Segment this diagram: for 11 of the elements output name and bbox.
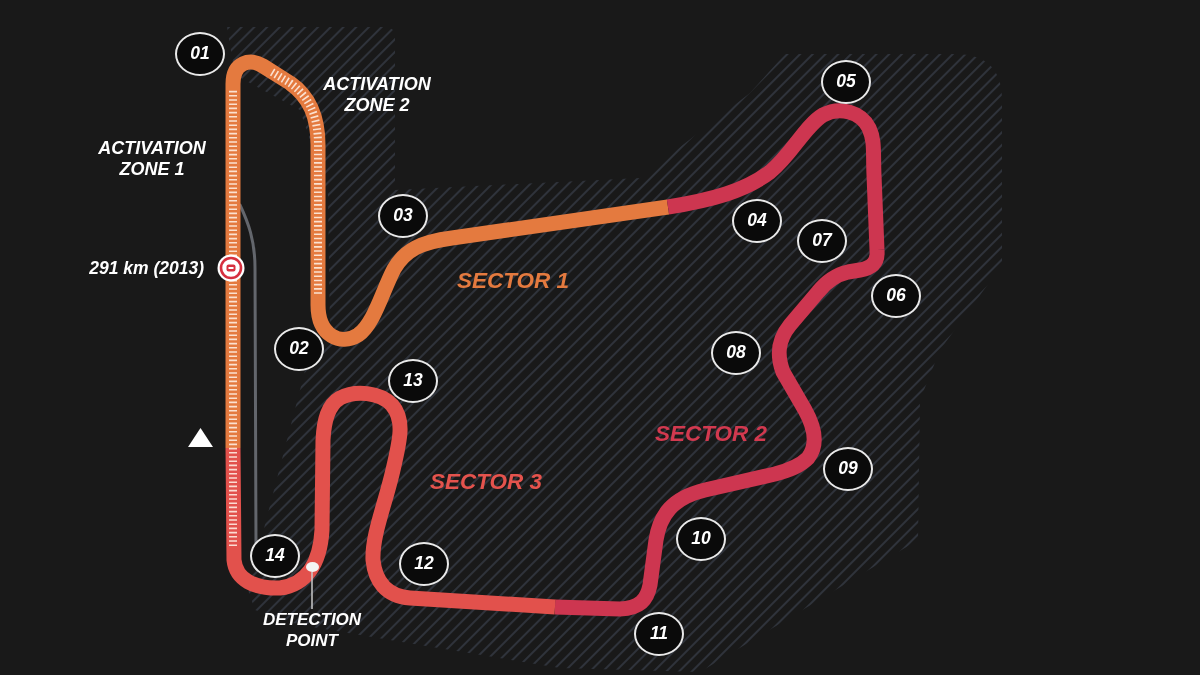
turn-number-marker: 02: [274, 327, 324, 371]
sector-label: SECTOR 2: [653, 420, 769, 448]
sector-label: SECTOR 1: [455, 267, 571, 295]
turn-number-marker: 01: [175, 32, 225, 76]
zone-label: ACTIVATION ZONE 1: [97, 138, 207, 180]
zone-label: ACTIVATION ZONE 2: [322, 74, 432, 116]
sector-label: SECTOR 3: [428, 468, 544, 496]
point-marker-icon: [305, 562, 319, 572]
leader-line: [311, 571, 313, 610]
callout-label: DETECTION POINT: [250, 609, 374, 651]
distance-label: 291 km (2013): [88, 257, 204, 279]
